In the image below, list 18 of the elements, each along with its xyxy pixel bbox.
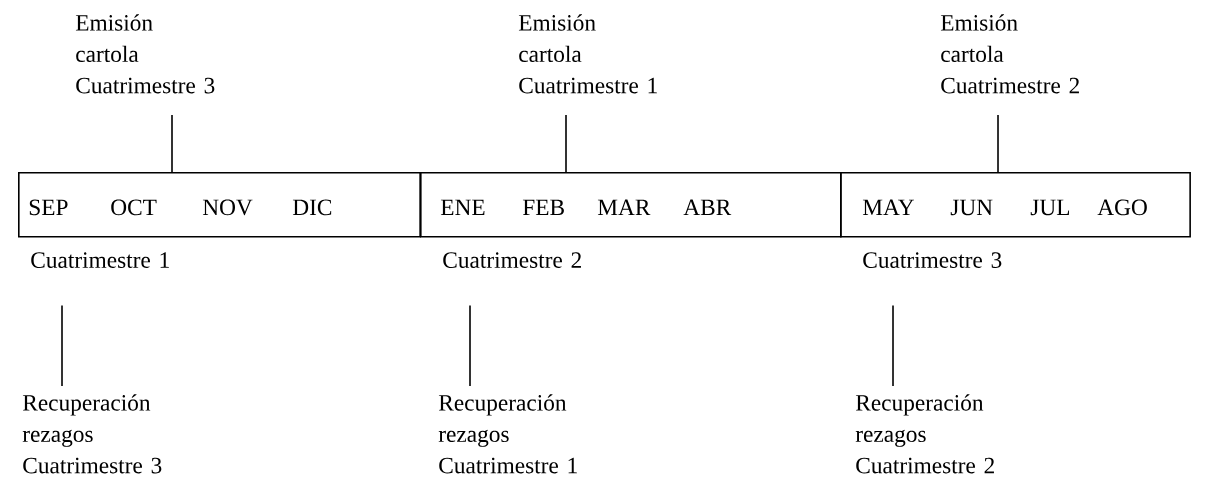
- annotation-text: Emisión cartola Cuatrimestre 1: [518, 14, 657, 94]
- annotation-text: Recuperación rezagos Cuatrimestre 1: [438, 394, 577, 474]
- period-box: SEP OCT NOV DIC: [18, 172, 421, 238]
- connector-line: [469, 304, 471, 387]
- annotation-text: Recuperación rezagos Cuatrimestre 2: [855, 394, 994, 474]
- connector-line: [61, 304, 63, 387]
- period-box: ENE FEB MAR ABR: [420, 172, 842, 238]
- annotation-text: Recuperación rezagos Cuatrimestre 3: [22, 394, 162, 474]
- annotation-text: Emisión cartola Cuatrimestre 3: [75, 14, 215, 94]
- period-label: Cuatrimestre 1: [31, 252, 169, 268]
- connector-line: [892, 304, 894, 387]
- annotation-text: Emisión cartola Cuatrimestre 2: [940, 14, 1079, 94]
- connector-line: [997, 114, 999, 173]
- period-label: Cuatrimestre 2: [443, 252, 581, 268]
- period-label: Cuatrimestre 3: [863, 252, 1002, 268]
- connector-line: [171, 114, 173, 173]
- connector-line: [565, 114, 567, 173]
- period-box: MAY JUN JUL AGO: [840, 172, 1191, 238]
